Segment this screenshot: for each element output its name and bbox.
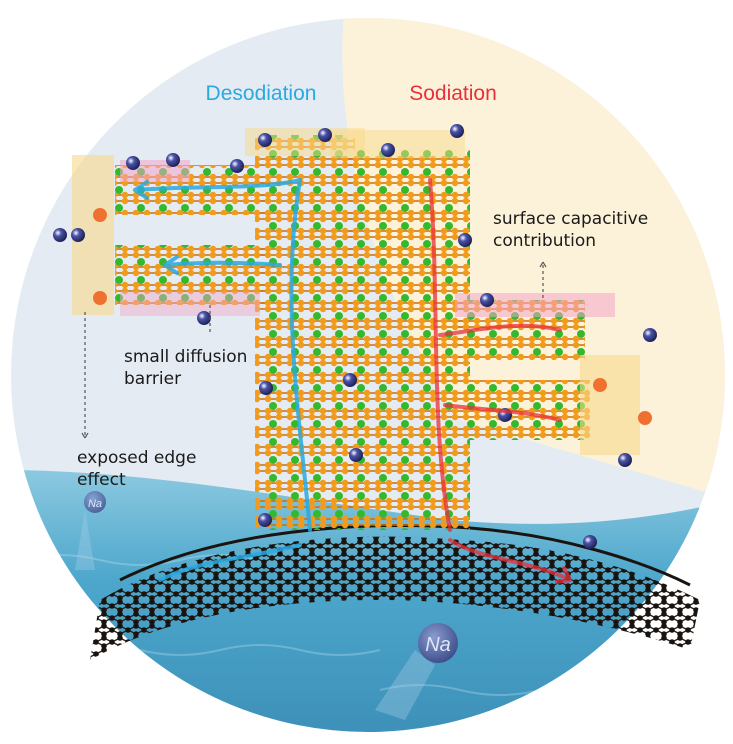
na-ion-large: Na [375,623,458,720]
sodiation-paths [428,178,572,584]
svg-text:small diffusion: small diffusion [124,347,247,367]
desodiation-paths [133,178,312,582]
svg-text:Na: Na [88,498,102,510]
svg-text:exposed edge: exposed edge [77,448,196,468]
svg-text:contribution: contribution [493,231,596,251]
na-ion-small: Na [75,491,106,570]
desodiation-title: Desodiation [206,82,317,105]
dashed-leaders [81,261,547,439]
small-diffusion-barrier-label: small diffusion barrier [124,347,247,389]
crystal-column-right [330,130,470,530]
svg-text:barrier: barrier [124,369,181,389]
surface-capacitive-label: surface capacitive contribution [493,209,648,251]
svg-text:Na: Na [425,634,451,656]
svg-text:effect: effect [77,470,126,490]
crystal-slab-left [71,155,265,316]
svg-text:surface capacitive: surface capacitive [493,209,648,229]
exposed-edge-effect-label: exposed edge effect [77,448,196,490]
sodiation-title: Sodiation [409,82,497,105]
